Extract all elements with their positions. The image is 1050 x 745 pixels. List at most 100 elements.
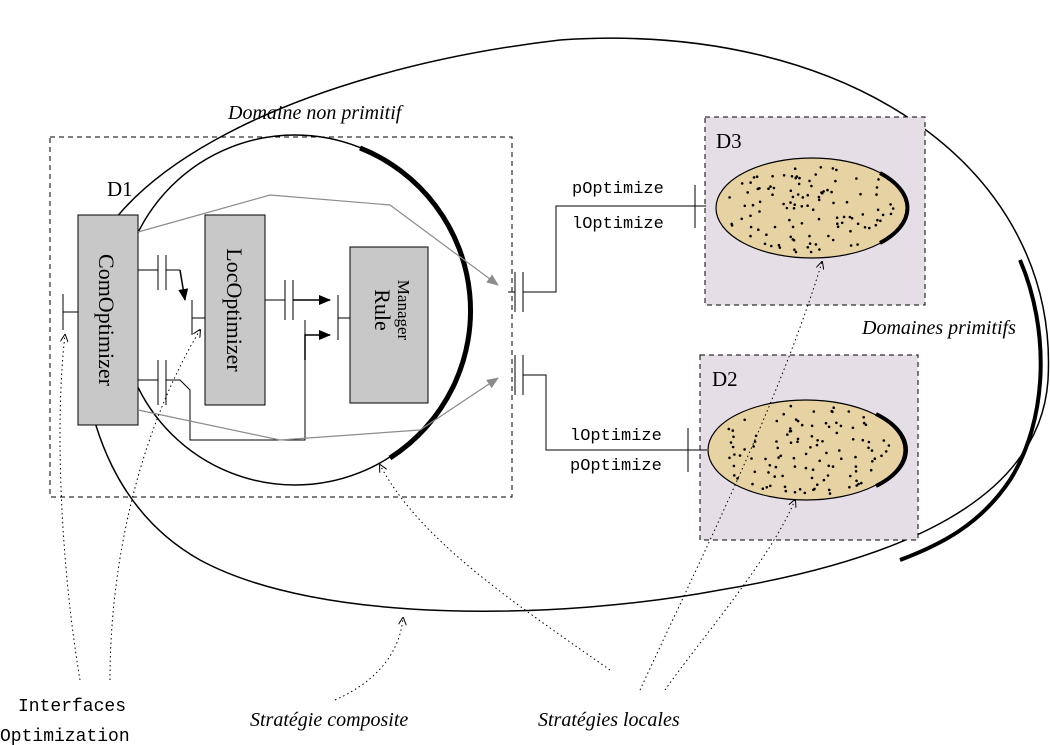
texture-dot bbox=[814, 243, 818, 246]
texture-dot bbox=[749, 214, 752, 218]
texture-dot bbox=[753, 440, 757, 443]
texture-dot bbox=[817, 217, 821, 221]
d3-l-optimize-label: lOptimize bbox=[572, 215, 664, 234]
d2-component-ellipse bbox=[707, 399, 908, 501]
texture-dot bbox=[758, 200, 762, 204]
texture-dot bbox=[855, 484, 858, 487]
composite-strategy-label: Stratégie composite bbox=[250, 709, 408, 731]
texture-dot bbox=[775, 419, 779, 423]
texture-dot bbox=[790, 175, 794, 178]
texture-dot bbox=[826, 474, 830, 477]
texture-dot bbox=[804, 466, 808, 470]
texture-dot bbox=[727, 427, 731, 431]
texture-dot bbox=[782, 412, 785, 416]
com-to-loc-connector-bottom bbox=[138, 320, 306, 441]
texture-dot bbox=[793, 203, 796, 206]
texture-dot bbox=[840, 457, 843, 461]
texture-dot bbox=[827, 488, 831, 492]
texture-dot bbox=[771, 174, 774, 178]
texture-dot bbox=[777, 456, 780, 459]
rule-label: Rule bbox=[370, 289, 395, 331]
texture-dot bbox=[854, 455, 857, 459]
texture-dot bbox=[832, 201, 835, 205]
texture-dot bbox=[834, 179, 837, 183]
texture-dot bbox=[761, 487, 765, 491]
texture-dot bbox=[806, 204, 809, 207]
texture-dot bbox=[782, 202, 785, 206]
texture-dot bbox=[785, 206, 789, 210]
texture-dot bbox=[729, 441, 733, 444]
texture-dot bbox=[854, 470, 858, 473]
texture-dot bbox=[772, 186, 776, 190]
texture-dot bbox=[743, 418, 746, 422]
texture-dot bbox=[738, 454, 742, 457]
texture-dot bbox=[849, 229, 852, 233]
texture-dot bbox=[862, 416, 865, 419]
texture-dot bbox=[789, 404, 793, 408]
texture-dot bbox=[808, 242, 812, 245]
texture-dot bbox=[826, 188, 829, 192]
texture-dot bbox=[791, 195, 795, 199]
texture-dot bbox=[835, 421, 838, 425]
texture-dot bbox=[862, 421, 866, 425]
texture-dot bbox=[793, 248, 796, 251]
texture-dot bbox=[749, 234, 752, 238]
texture-dot bbox=[776, 446, 779, 450]
texture-dot bbox=[876, 208, 880, 212]
texture-dot bbox=[803, 491, 807, 495]
texture-dot bbox=[797, 182, 801, 186]
texture-dot bbox=[796, 419, 800, 423]
rule-manager-box bbox=[349, 246, 429, 404]
texture-dot bbox=[810, 435, 814, 438]
texture-dot bbox=[850, 217, 854, 220]
texture-dot bbox=[769, 484, 772, 488]
d2-p-optimize-label: pOptimize bbox=[570, 457, 662, 476]
d1-label: D1 bbox=[107, 177, 133, 201]
texture-dot bbox=[749, 181, 752, 184]
texture-dot bbox=[867, 440, 871, 444]
texture-dot bbox=[789, 235, 792, 239]
texture-dot bbox=[793, 167, 797, 170]
texture-dot bbox=[800, 423, 804, 427]
texture-dot bbox=[817, 198, 821, 202]
texture-dot bbox=[825, 451, 828, 455]
manager-label: Manager bbox=[394, 280, 413, 341]
texture-dot bbox=[751, 482, 754, 486]
texture-dot bbox=[875, 186, 879, 189]
texture-dot bbox=[827, 425, 831, 429]
texture-dot bbox=[809, 446, 812, 449]
d3-p-optimize-label: pOptimize bbox=[572, 180, 664, 199]
texture-dot bbox=[811, 208, 815, 211]
loc-to-rule-connector bbox=[265, 280, 331, 360]
texture-dot bbox=[808, 179, 811, 183]
texture-dot bbox=[836, 222, 839, 225]
texture-dot bbox=[733, 474, 736, 477]
texture-dot bbox=[794, 418, 798, 421]
texture-dot bbox=[801, 196, 805, 199]
texture-dot bbox=[816, 483, 819, 487]
texture-dot bbox=[789, 201, 792, 204]
texture-dot bbox=[731, 429, 735, 432]
texture-dot bbox=[806, 193, 810, 197]
texture-dot bbox=[854, 465, 858, 468]
texture-dot bbox=[827, 234, 830, 238]
texture-dot bbox=[849, 244, 853, 247]
texture-dot bbox=[848, 485, 851, 489]
texture-dot bbox=[835, 431, 839, 435]
texture-dot bbox=[792, 207, 796, 210]
texture-dot bbox=[856, 243, 859, 246]
texture-dot bbox=[830, 190, 833, 194]
texture-dot bbox=[752, 176, 756, 179]
texture-dot bbox=[773, 475, 776, 478]
texture-dot bbox=[806, 246, 810, 249]
d2-interface bbox=[687, 428, 707, 472]
annotation-arrows bbox=[59, 262, 822, 701]
gray-arrow-lower bbox=[137, 377, 499, 441]
texture-dot bbox=[800, 205, 804, 208]
texture-dot bbox=[891, 207, 895, 210]
texture-dot bbox=[819, 166, 823, 169]
texture-dot bbox=[817, 195, 821, 199]
texture-dot bbox=[882, 439, 886, 442]
texture-dot bbox=[849, 474, 852, 478]
